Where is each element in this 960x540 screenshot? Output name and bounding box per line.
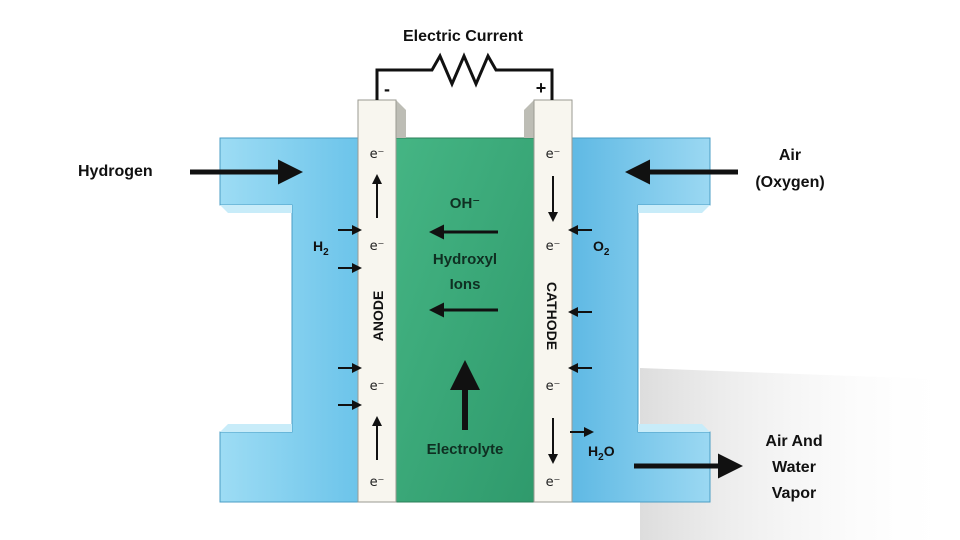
cathode-electron-1: e⁻ (546, 147, 561, 162)
hydrogen-chamber-step-face (220, 424, 292, 432)
hydrogen-label: Hydrogen (78, 163, 153, 180)
diagram-title: Electric Current (403, 28, 524, 45)
air-label: Air (779, 147, 801, 164)
ions-label: Ions (450, 276, 481, 293)
o2-label: O2 (593, 238, 610, 258)
anode-electron-3: e⁻ (370, 379, 385, 394)
cathode-electron-2: e⁻ (546, 239, 561, 254)
circuit-wire (375, 52, 554, 100)
h2-label: H2 (313, 238, 329, 258)
cathode-electron-3: e⁻ (546, 379, 561, 394)
anode-bevel (396, 100, 406, 138)
hydroxide-formula: OH⁻ (450, 195, 480, 212)
cathode-electron-4: e⁻ (546, 475, 561, 490)
output-label-1: Air And (765, 433, 822, 450)
positive-terminal: + (536, 78, 547, 98)
anode-label: ANODE (370, 291, 386, 342)
hydrogen-chamber (219, 137, 359, 503)
anode-electron-2: e⁻ (370, 239, 385, 254)
electrolyte-label: Electrolyte (427, 441, 504, 458)
oxygen-chamber-top-face (638, 205, 710, 213)
output-label-2: Water (772, 459, 816, 476)
cathode-label: CATHODE (544, 282, 560, 350)
anode-electron-4: e⁻ (370, 475, 385, 490)
cell-shadow (640, 368, 960, 540)
oxygen-paren-label: (Oxygen) (755, 174, 824, 191)
negative-terminal: - (384, 79, 390, 99)
oxygen-chamber-step-face (638, 424, 710, 432)
hydroxyl-label: Hydroxyl (433, 251, 497, 268)
electrolyte-chamber (395, 137, 535, 503)
cathode-bevel (524, 100, 534, 138)
h2o-label: H2O (588, 443, 615, 463)
hydrogen-chamber-top-face (220, 205, 292, 213)
output-label-3: Vapor (772, 485, 816, 502)
anode-electron-1: e⁻ (370, 147, 385, 162)
